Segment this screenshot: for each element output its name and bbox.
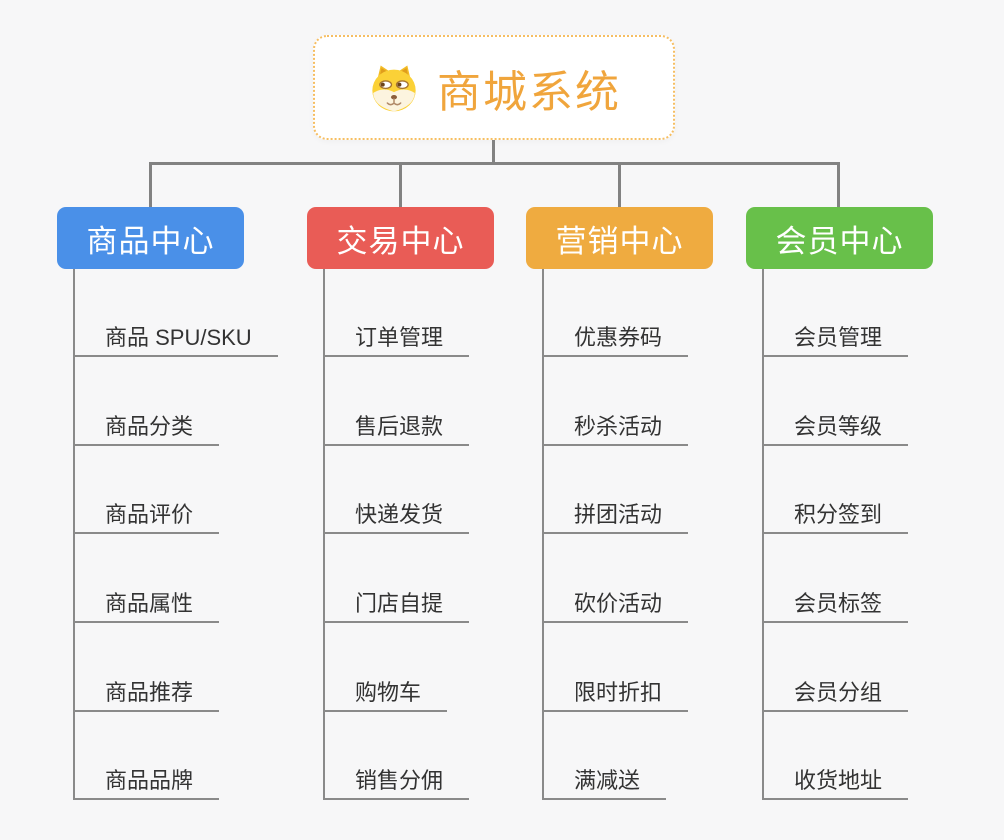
leaf-node[interactable]: 售后退款 <box>323 410 470 446</box>
leaf-node[interactable]: 会员分组 <box>762 676 909 712</box>
leaf-node[interactable]: 订单管理 <box>323 321 470 357</box>
leaf-branch-line <box>323 269 325 800</box>
connector-root-stem <box>492 140 495 164</box>
leaf-node[interactable]: 商品属性 <box>73 587 220 623</box>
connector-drop-3 <box>618 164 621 208</box>
branch-node-product-center[interactable]: 商品中心 <box>57 207 244 269</box>
leaf-node[interactable]: 会员等级 <box>762 410 909 446</box>
connector-drop-1 <box>149 164 152 208</box>
connector-horizontal-bar <box>149 162 840 165</box>
root-node-mall-system[interactable]: 商城系统 <box>313 35 675 140</box>
leaf-node[interactable]: 会员管理 <box>762 321 909 357</box>
leaf-node[interactable]: 商品评价 <box>73 498 220 534</box>
branch-node-marketing-center[interactable]: 营销中心 <box>526 207 713 269</box>
leaf-node[interactable]: 商品推荐 <box>73 676 220 712</box>
leaf-node[interactable]: 销售分佣 <box>323 764 470 800</box>
branch-node-trade-center[interactable]: 交易中心 <box>307 207 494 269</box>
leaf-node[interactable]: 秒杀活动 <box>542 410 689 446</box>
connector-drop-4 <box>837 164 840 208</box>
leaf-node[interactable]: 砍价活动 <box>542 587 689 623</box>
leaf-branch-line <box>73 269 75 800</box>
branch-node-member-center[interactable]: 会员中心 <box>746 207 933 269</box>
leaf-node[interactable]: 拼团活动 <box>542 498 689 534</box>
leaf-node[interactable]: 优惠券码 <box>542 321 689 357</box>
leaf-node[interactable]: 积分签到 <box>762 498 909 534</box>
leaf-node[interactable]: 门店自提 <box>323 587 470 623</box>
leaf-node[interactable]: 商品 SPU/SKU <box>73 321 278 357</box>
connector-drop-2 <box>399 164 402 208</box>
leaf-node[interactable]: 购物车 <box>323 676 448 712</box>
leaf-node[interactable]: 商品品牌 <box>73 764 220 800</box>
leaf-node[interactable]: 满减送 <box>542 764 667 800</box>
leaf-node[interactable]: 商品分类 <box>73 410 220 446</box>
leaf-node[interactable]: 限时折扣 <box>542 676 689 712</box>
leaf-branch-line <box>542 269 544 800</box>
leaf-node[interactable]: 会员标签 <box>762 587 909 623</box>
leaf-node[interactable]: 收货地址 <box>762 764 909 800</box>
dog-face-icon <box>372 65 416 111</box>
root-title: 商城系统 <box>437 67 621 117</box>
leaf-branch-line <box>762 269 764 800</box>
leaf-node[interactable]: 快递发货 <box>323 498 470 534</box>
